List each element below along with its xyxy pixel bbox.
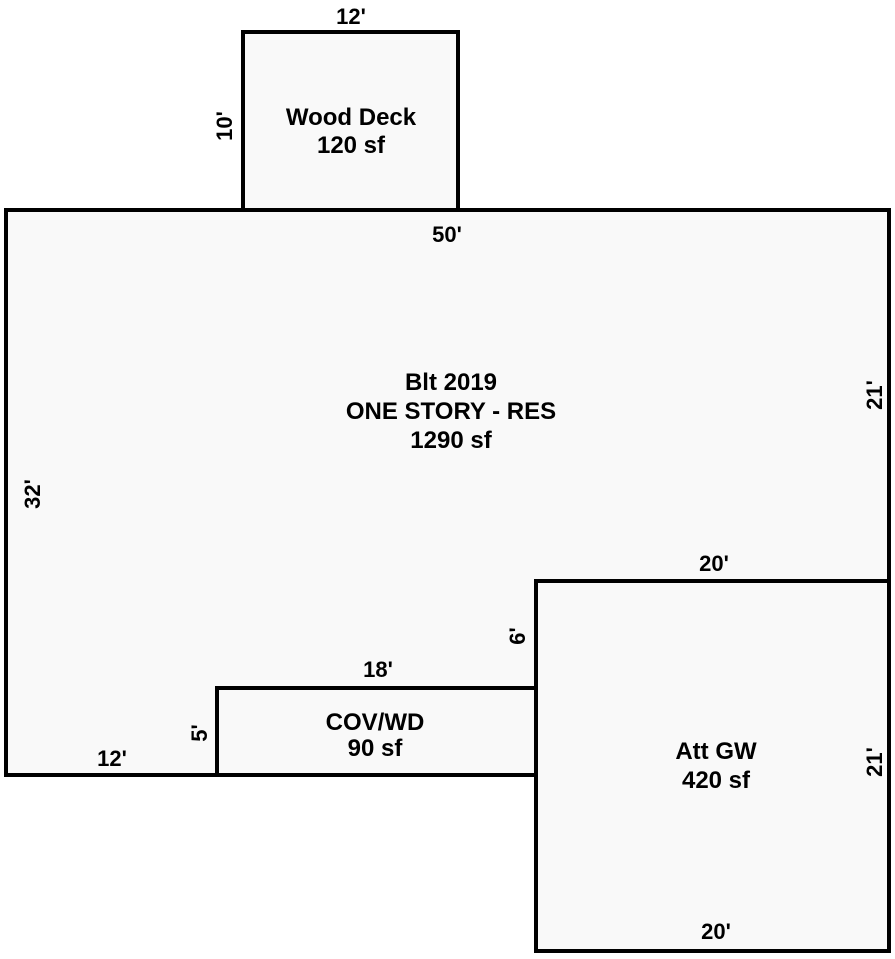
main-house-built: Blt 2019	[405, 369, 497, 396]
main-house-area-label: 1290 sf	[410, 427, 492, 454]
wood-deck-dim-left: 10'	[212, 111, 237, 141]
main-house-dim-left: 32'	[20, 479, 45, 509]
garage-dim-bottom: 20'	[701, 919, 731, 944]
main-house-type: ONE STORY - RES	[346, 398, 556, 425]
garage-dim-right: 21'	[862, 747, 887, 777]
wood-deck-name: Wood Deck	[286, 104, 417, 131]
main-house-dim-top: 50'	[432, 222, 462, 247]
main-house-dim-step: 6'	[505, 627, 530, 644]
cov-wd-dim-top: 18'	[363, 657, 393, 682]
main-house-dim-right: 21'	[862, 380, 887, 410]
wood-deck-area-label: 120 sf	[317, 132, 386, 159]
garage-dim-top: 20'	[699, 551, 729, 576]
cov-wd-dim-left: 5'	[187, 724, 212, 741]
garage-name: Att GW	[675, 738, 757, 765]
cov-wd-name: COV/WD	[326, 709, 425, 736]
garage-area	[534, 579, 891, 953]
cov-wd-area-label: 90 sf	[348, 735, 404, 762]
garage-area-label: 420 sf	[682, 767, 751, 794]
wood-deck-area	[241, 30, 460, 212]
wood-deck-dim-top: 12'	[336, 4, 366, 29]
main-house-dim-bottom-left: 12'	[97, 746, 127, 771]
